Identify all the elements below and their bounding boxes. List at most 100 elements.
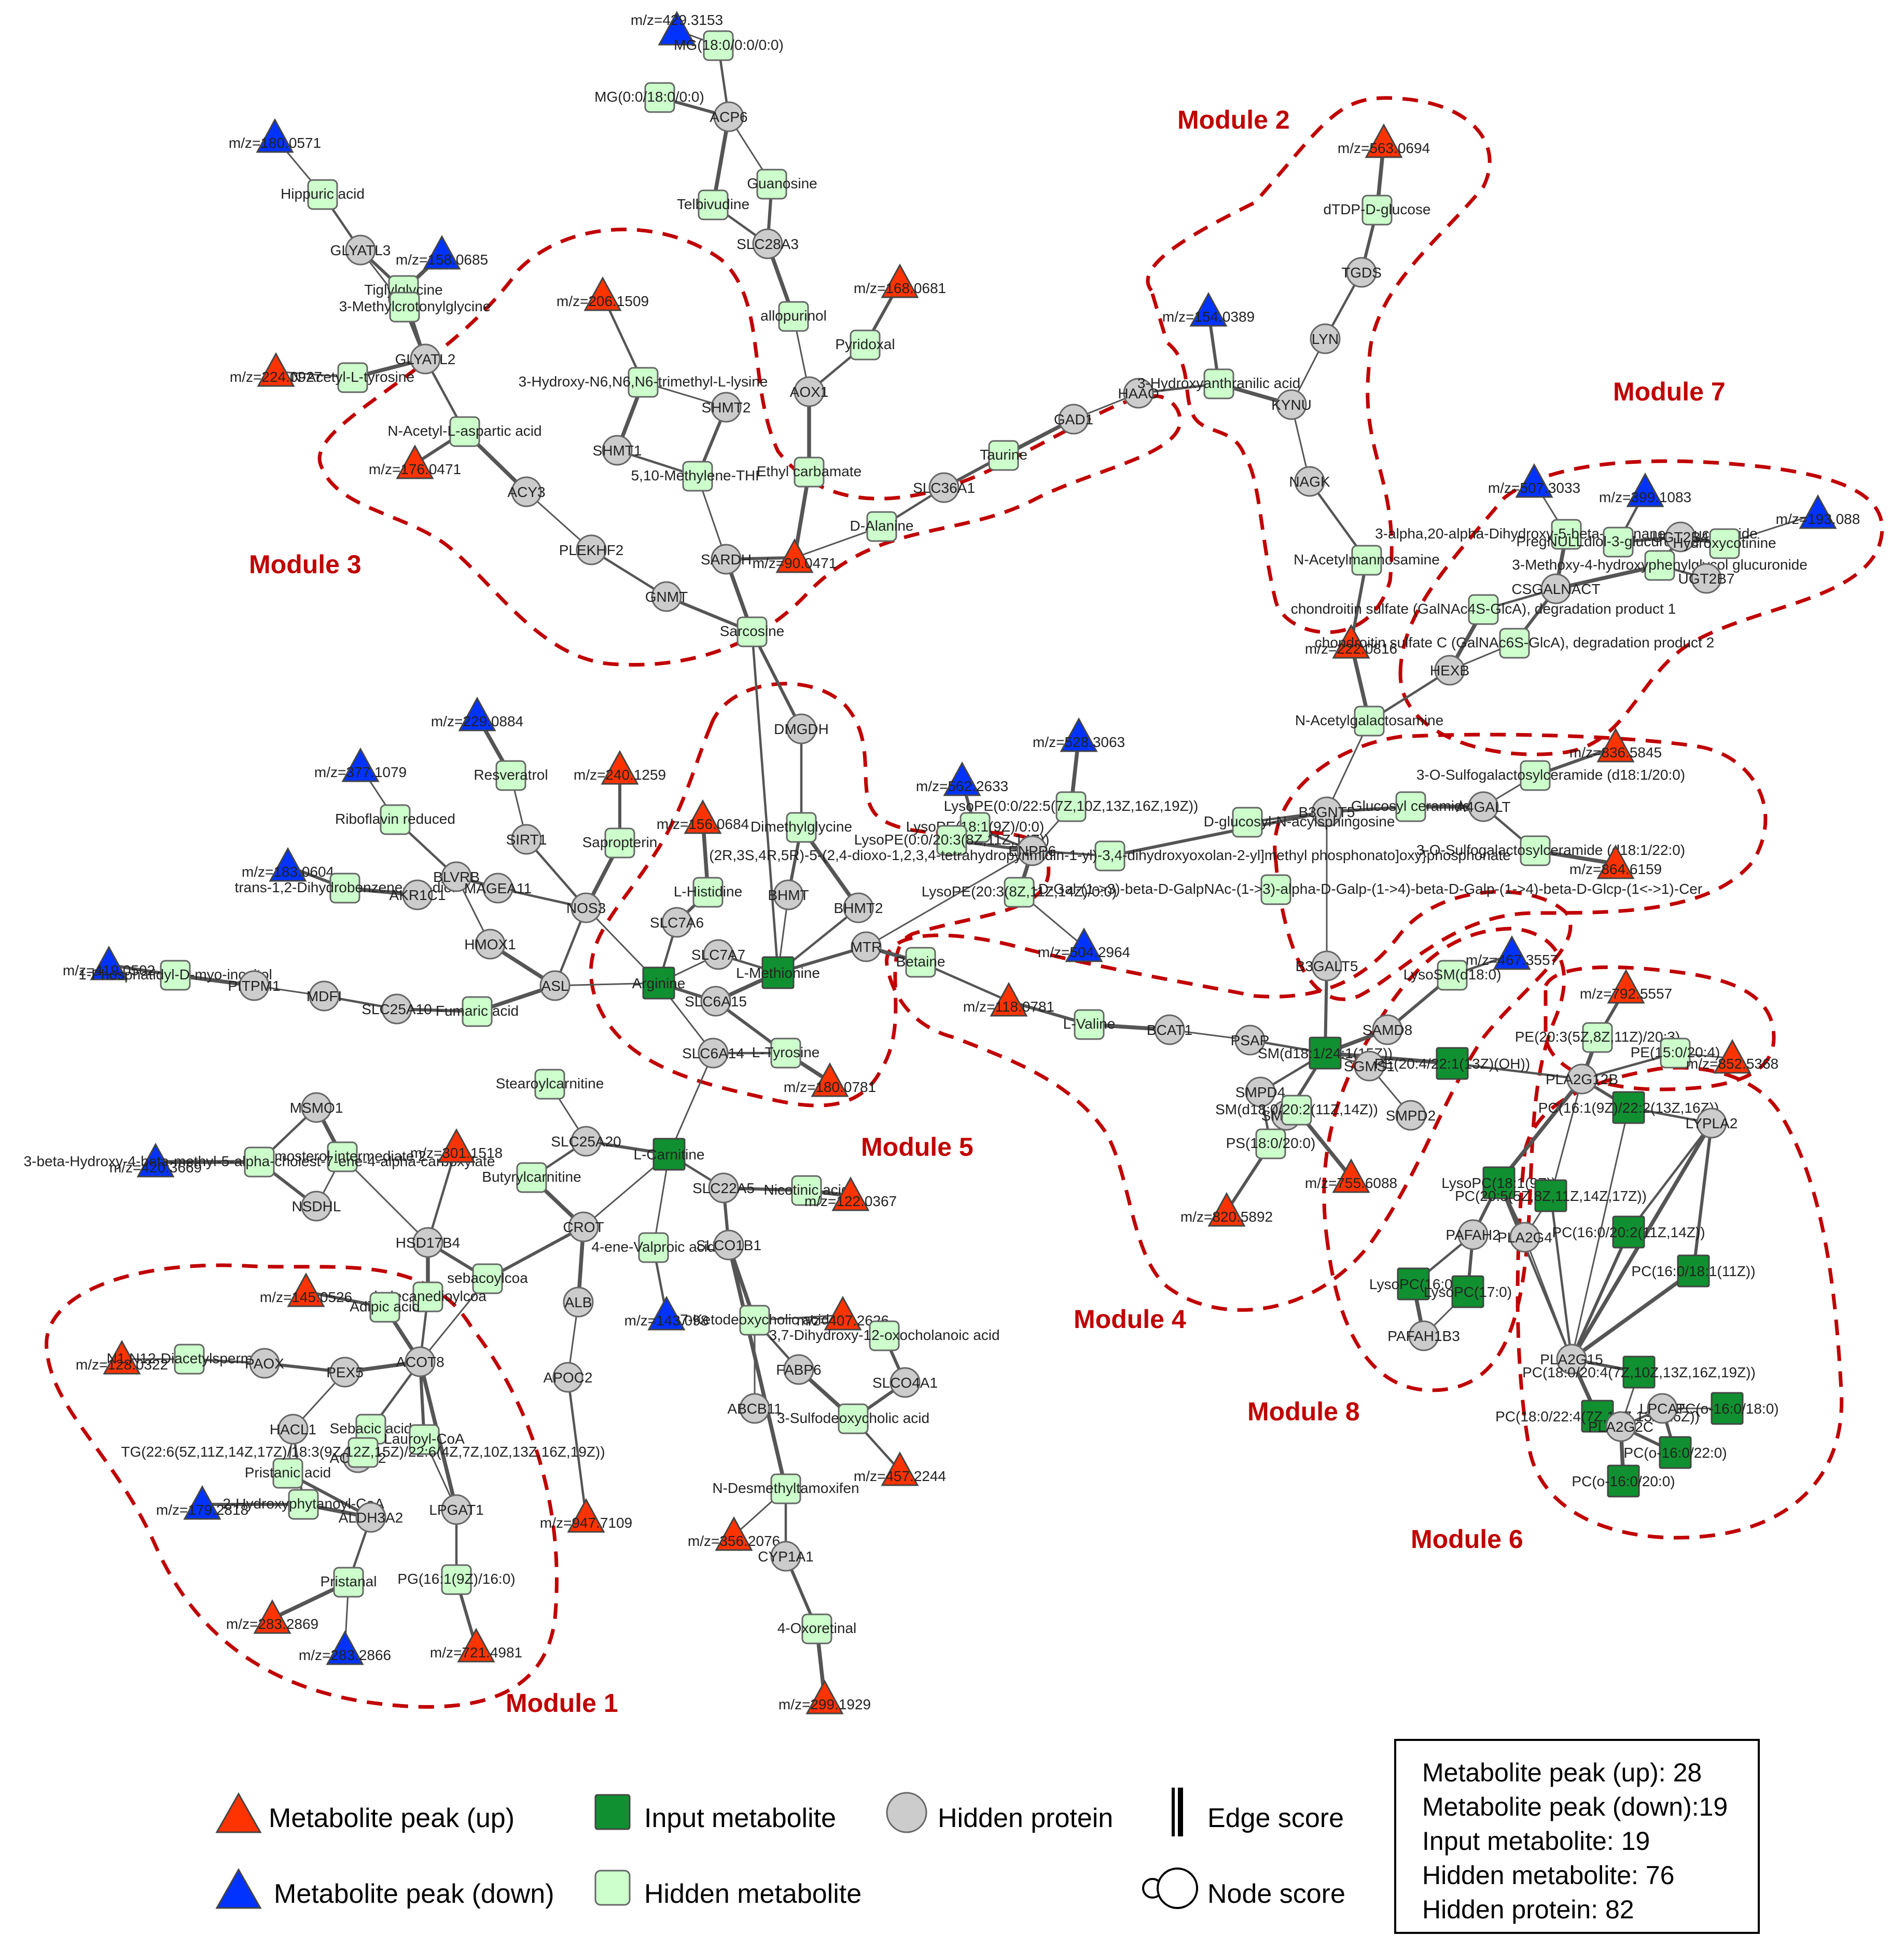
node-blvrb: BLVRB <box>433 861 480 892</box>
node-mg-18-a: MG(18:0/0:0/0:0) <box>674 30 784 61</box>
hidden-metabolite-node-icon <box>337 362 368 393</box>
hidden-metabolite-node-icon <box>495 760 526 791</box>
node-acot8: ACOT8 <box>396 1346 444 1377</box>
node-label: PLA2G12B <box>1546 1071 1618 1087</box>
node-methylcrotonylglycine: 3-Methylcrotonylglycine <box>339 292 491 323</box>
node-label: ENPP6 <box>1008 843 1056 859</box>
protein-node-icon <box>511 824 542 855</box>
node-mz-419-0502: m/z=419.0502 <box>63 945 155 980</box>
node-hacl1: HACL1 <box>270 1414 316 1445</box>
node-pitpm1: PITPM1 <box>228 970 281 1001</box>
protein-node-icon <box>329 1357 360 1388</box>
input-metabolite-node-icon <box>1309 1036 1342 1070</box>
node-label: HSD17B4 <box>396 1235 461 1251</box>
node-enpp: ENPP6 <box>1008 835 1056 866</box>
legend-hidden-metabolite-icon <box>594 1870 631 1906</box>
node-label: Stearoylcarnitine <box>496 1075 604 1091</box>
node-label: MG(18:0/0:0/0:0) <box>674 37 784 53</box>
node-label: PC(o-16:0/22:0) <box>1623 1445 1727 1461</box>
node-label: m/z=419.0502 <box>63 962 155 978</box>
node-label: ALB <box>565 1294 592 1310</box>
node-label: PITPM1 <box>228 978 280 994</box>
input-metabolite-node-icon <box>642 966 675 1000</box>
input-metabolite-node-icon <box>1436 1047 1469 1080</box>
node-ugt2b7: UGT2B7 <box>1678 563 1735 594</box>
node-lysope-22: LysoPE(0:0/22:5(7Z,10Z,13Z,16Z,19Z)) <box>944 791 1198 822</box>
node-pc-16-18: PC(16:0/18:1(11Z)) <box>1631 1254 1756 1288</box>
node-label: N-Acetyl-L-tyrosine <box>291 369 414 385</box>
hidden-metabolite-node-icon <box>307 179 338 210</box>
node-mz-158-0685: m/z=158.0685 <box>396 234 488 270</box>
node-lpgat1: LPGAT1 <box>429 1494 484 1525</box>
peak-down-node-icon <box>341 747 380 782</box>
protein-node-icon <box>708 1172 739 1204</box>
node-label: chondroitin sulfate (GalNAc4S-GlcA), deg… <box>1291 601 1676 617</box>
node-mdfi: MDFI <box>307 980 342 1012</box>
node-label: m/z=180.0571 <box>229 135 321 151</box>
node-label: m/z=179.2818 <box>156 1502 248 1518</box>
node-label: m/z=864.6159 <box>1569 861 1662 877</box>
node-glyatl3: GLYATL3 <box>330 234 391 266</box>
node-label: SARDH <box>701 551 752 568</box>
node-label: BHMT2 <box>834 900 883 916</box>
hidden-metabolite-node-icon <box>1354 706 1385 737</box>
hidden-metabolite-node-icon <box>756 169 787 200</box>
node-label: BCAT1 <box>1147 1022 1192 1038</box>
protein-node-icon <box>1058 404 1089 435</box>
edge-csgalnact-methoxy-hydroxyphenyl <box>1554 563 1662 591</box>
node-haao: HAAO <box>1118 378 1159 409</box>
input-metabolite-node-icon <box>1534 1179 1567 1212</box>
node-ugt2b4: UGT2B4 <box>1652 521 1708 552</box>
node-sarcosine: Sarcosine <box>720 616 784 647</box>
protein-node-icon <box>1457 1219 1489 1250</box>
node-mz-168-0681: m/z=168.0681 <box>854 263 946 298</box>
peak-up-node-icon <box>583 276 622 311</box>
node-label: m/z=852.5368 <box>1686 1056 1778 1072</box>
node-label: m/z=301.1518 <box>410 1145 503 1161</box>
edge-slc6a14-l-carnitine <box>668 1052 714 1155</box>
node-label: BHMT <box>768 887 809 903</box>
node-label: MSMO1 <box>290 1100 343 1116</box>
node-mz-820-5892: m/z=820.5892 <box>1180 1192 1273 1227</box>
node-mz-563-0694: m/z=563.0694 <box>1338 123 1430 158</box>
peak-up-node-icon <box>1207 1192 1246 1227</box>
protein-node-icon <box>1372 1014 1403 1045</box>
node-label: m/z=504.2964 <box>1038 944 1130 960</box>
node-label: ALDH3A2 <box>339 1510 404 1526</box>
node-pristanal: Pristanal <box>321 1567 377 1598</box>
node-fumaric: Fumaric acid <box>436 996 519 1027</box>
node-label: ACP6 <box>710 109 747 125</box>
node-label: Resveratrol <box>474 767 548 783</box>
node-label: PLEKHF2 <box>559 542 624 558</box>
node-smpd2: SMPD2 <box>1386 1100 1436 1131</box>
node-hydroxycotinine: Hydroxycotinine <box>1673 528 1776 559</box>
edge-crot-sebacoylcoa <box>486 1225 585 1280</box>
protein-node-icon <box>700 986 731 1017</box>
node-label: BLVRB <box>433 869 480 885</box>
hidden-metabolite-node-icon <box>791 1175 822 1206</box>
node-taurine: Taurine <box>980 440 1027 471</box>
node-label: 3-Hydroxy-N6,N6,N6-trimethyl-L-lysine <box>519 374 768 390</box>
protein-node-icon <box>890 1367 921 1398</box>
node-label: PSAP <box>1231 1032 1270 1048</box>
protein-node-icon <box>783 1354 814 1385</box>
hidden-metabolite-node-icon <box>692 877 724 908</box>
peak-up-node-icon <box>457 1627 495 1663</box>
node-label: PC(o-16:0/18:0) <box>1675 1401 1778 1417</box>
hidden-metabolite-node-icon <box>988 440 1019 471</box>
protein-node-icon <box>309 980 340 1012</box>
node-label: m/z=836.5845 <box>1569 744 1662 760</box>
node-pristanic: Pristanic acid <box>245 1458 331 1489</box>
node-label: Adipic acid <box>350 1298 420 1315</box>
protein-node-icon <box>928 472 960 503</box>
node-alb: ALB <box>563 1287 594 1318</box>
node-label: LysoPC(16:0) <box>1369 1276 1457 1292</box>
node-l-valine: L-Valine <box>1063 1009 1115 1040</box>
node-label: NSDHL <box>292 1198 341 1214</box>
edge-pc-20-5-pla2g15 <box>1549 1194 1573 1361</box>
node-label: UGT2B7 <box>1678 571 1735 587</box>
node-slc6a14: SLC6A14 <box>682 1038 744 1069</box>
node-pafah1b3: PAFAH1B3 <box>1387 1320 1460 1351</box>
legend-node-score-label: Node score <box>1207 1879 1345 1909</box>
node-label: A4GALT <box>1456 799 1510 815</box>
